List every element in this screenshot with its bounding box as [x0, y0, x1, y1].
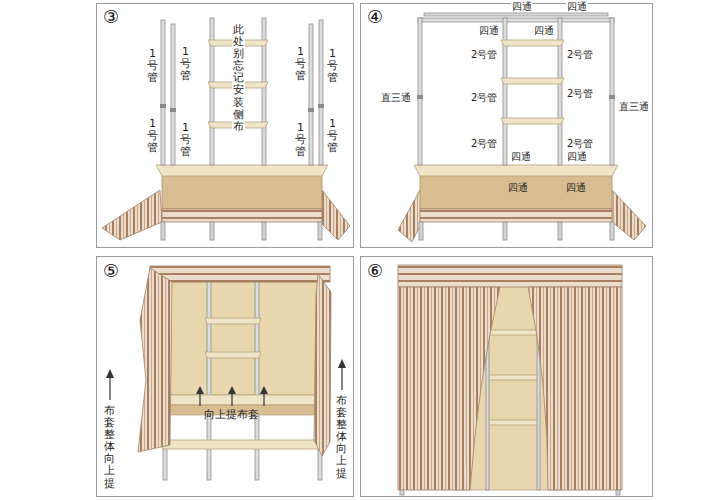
part-label: 2号管 [566, 49, 594, 60]
part-label: 四通 [511, 1, 533, 12]
wardrobe-step-4 [398, 13, 646, 242]
part-label: 1号管 [327, 48, 338, 84]
step-number: ④ [367, 7, 383, 27]
part-label: 1号管 [147, 48, 158, 84]
wardrobe-step-6 [398, 265, 622, 495]
part-label: 直三通 [380, 92, 412, 103]
note: 布套整体向上提 [104, 405, 115, 490]
panel-frame [361, 4, 653, 248]
panel-frame [97, 257, 354, 497]
step-number: ③ [103, 7, 119, 27]
part-label: 四通 [478, 25, 500, 36]
part-label: 1号管 [180, 122, 191, 158]
part-label: 四通 [510, 151, 532, 162]
part-label: 1号管 [147, 118, 158, 154]
part-label: 1号管 [295, 122, 306, 158]
part-label: 四通 [533, 25, 555, 36]
panel-frame [97, 4, 354, 248]
note: 布套整体向上提 [336, 395, 347, 480]
note: 此处别忘记安装侧布 [232, 24, 245, 133]
part-label: 四通 [566, 151, 588, 162]
part-label: 2号管 [470, 138, 498, 149]
part-label: 四通 [566, 1, 588, 12]
part-label: 2号管 [566, 138, 594, 149]
wardrobe-step-3 [102, 18, 350, 240]
step-number: ⑥ [367, 261, 383, 281]
part-label: 直三通 [618, 101, 650, 112]
part-label: 1号管 [295, 46, 306, 82]
part-label: 2号管 [566, 88, 594, 99]
part-label: 四通 [566, 182, 586, 193]
part-label: 2号管 [470, 49, 498, 60]
part-label: 1号管 [327, 118, 338, 154]
note: 向上提布套 [204, 409, 259, 421]
step-number: ⑤ [103, 261, 119, 281]
part-label: 1号管 [180, 46, 191, 82]
panel-frame [361, 257, 653, 497]
part-label: 四通 [508, 182, 528, 193]
part-label: 2号管 [470, 92, 498, 103]
wardrobe-step-5 [106, 266, 346, 480]
